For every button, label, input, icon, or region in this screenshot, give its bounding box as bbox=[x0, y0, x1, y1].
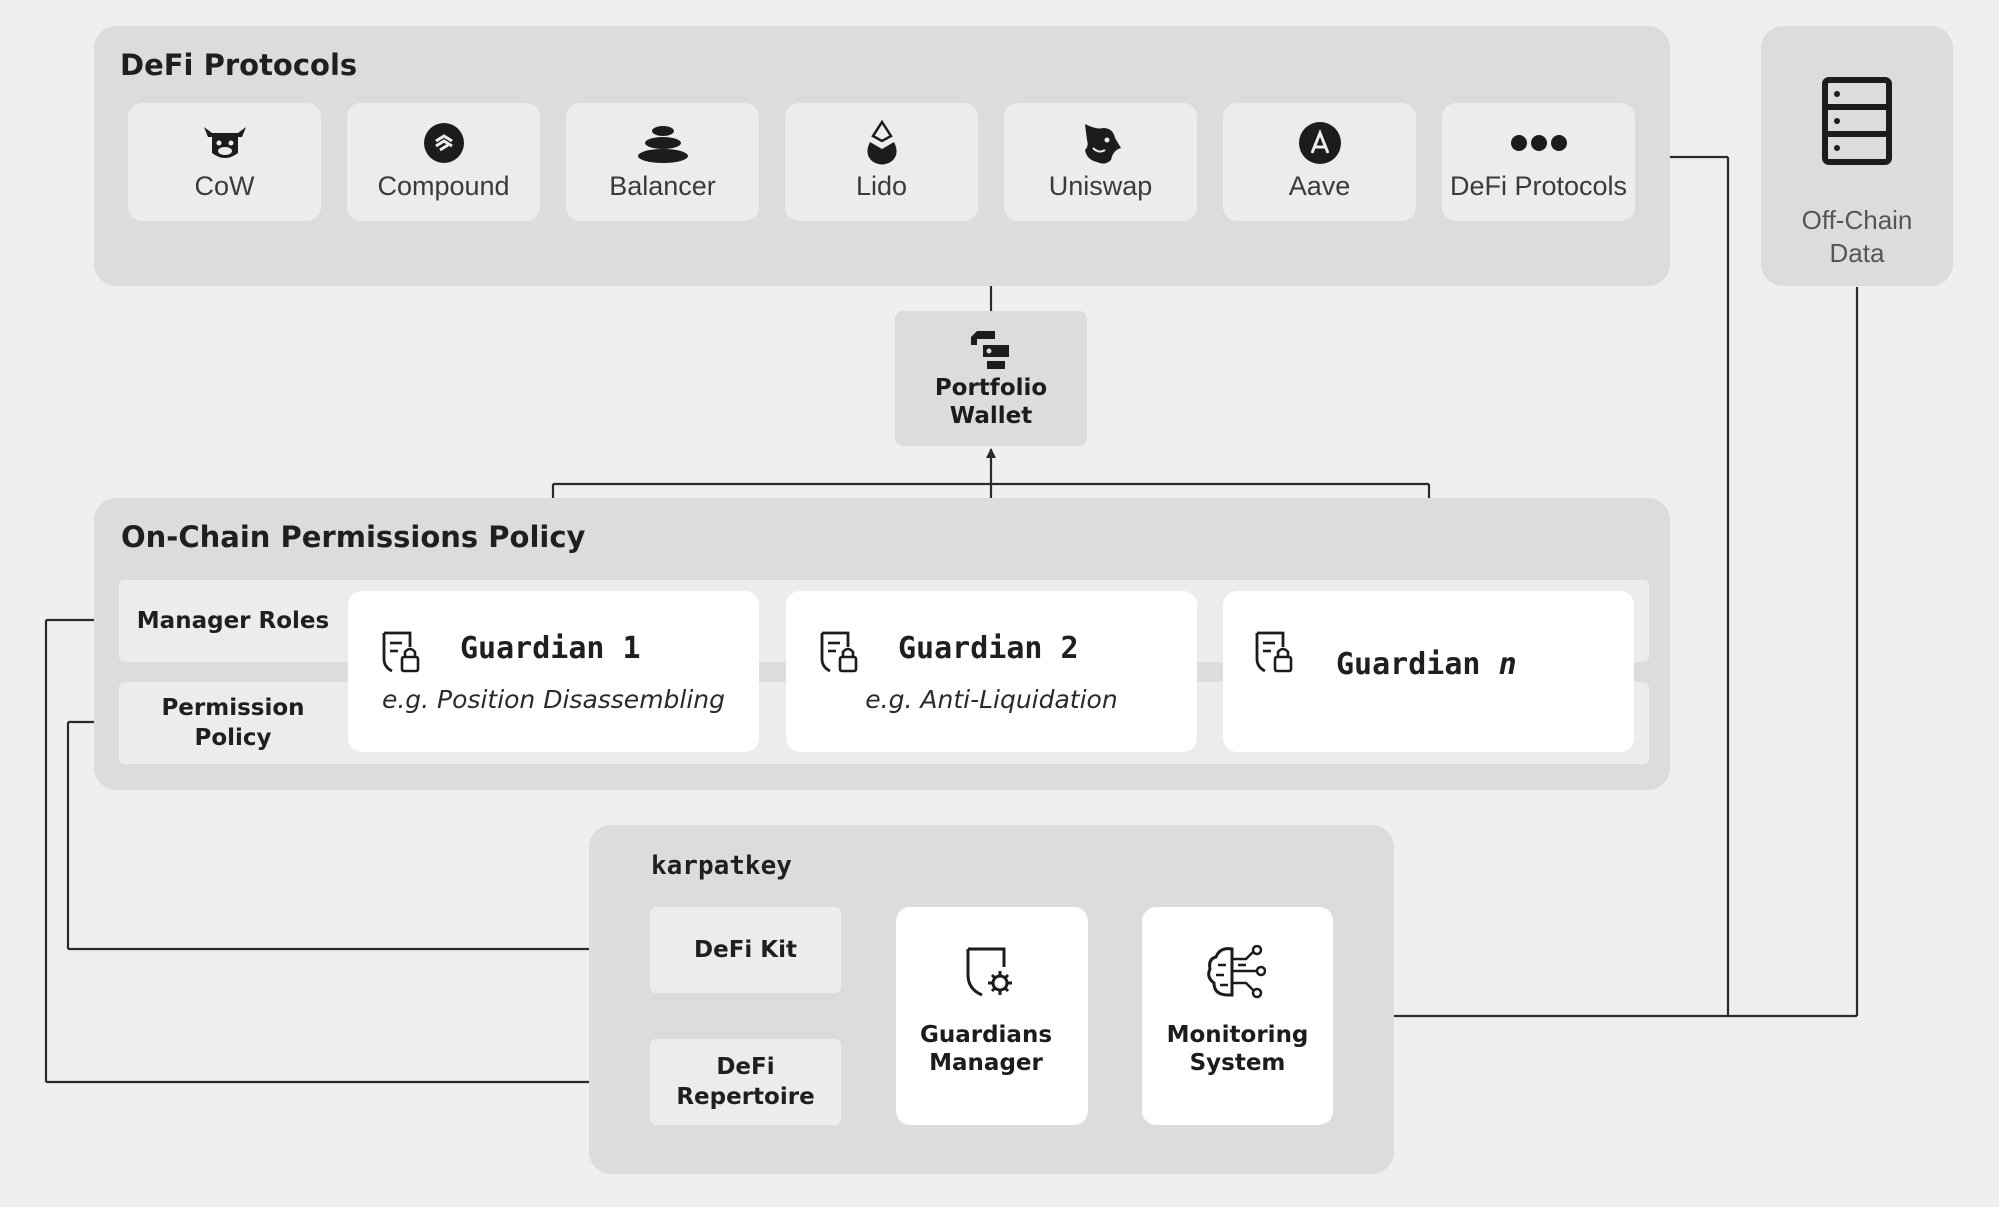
guardian-name: Guardian 2 bbox=[898, 631, 1079, 666]
compound-icon bbox=[423, 123, 465, 163]
portfolio-wallet-box[interactable]: Portfolio Wallet bbox=[895, 311, 1087, 446]
defi-repertoire-box[interactable]: DeFi Repertoire bbox=[650, 1039, 841, 1125]
lido-icon bbox=[864, 120, 900, 165]
guardian-card-1[interactable]: Guardian 1 e.g. Position Disassembling bbox=[348, 591, 759, 752]
shield-lock-icon bbox=[1253, 629, 1297, 675]
guardian-example: e.g. Anti-Liquidation bbox=[865, 685, 1118, 714]
defi-protocols-title: DeFi Protocols bbox=[120, 48, 358, 82]
guardian-suffix: n bbox=[1498, 647, 1517, 682]
protocol-label: Compound bbox=[377, 171, 510, 201]
brain-circuit-icon bbox=[1206, 944, 1267, 999]
monitoring-system-box[interactable]: Monitoring System bbox=[1142, 907, 1333, 1125]
balancer-icon bbox=[637, 123, 689, 163]
guardian-example: e.g. Position Disassembling bbox=[381, 685, 726, 714]
protocol-label: DeFi Protocols bbox=[1449, 171, 1628, 201]
guardian-name: Guardian 1 bbox=[460, 631, 641, 666]
permissions-policy-title: On-Chain Permissions Policy bbox=[121, 520, 586, 554]
guardian-card-n[interactable]: Guardian n bbox=[1223, 591, 1634, 752]
protocol-card-more[interactable]: DeFi Protocols bbox=[1442, 103, 1635, 221]
manager-roles-label: Manager Roles bbox=[136, 608, 330, 634]
protocol-label: Aave bbox=[1288, 171, 1351, 201]
server-icon bbox=[1821, 76, 1893, 166]
aave-icon bbox=[1298, 122, 1342, 164]
monitoring-system-label: Monitoring System bbox=[1166, 1022, 1309, 1076]
shield-lock-icon bbox=[380, 629, 424, 675]
guardians-manager-box[interactable]: Guardians Manager bbox=[896, 907, 1088, 1125]
shield-lock-icon bbox=[818, 629, 862, 675]
wallet-icon bbox=[969, 329, 1013, 371]
shield-gear-icon bbox=[964, 945, 1016, 999]
protocol-label: Balancer bbox=[609, 171, 716, 201]
portfolio-wallet-label: Portfolio Wallet bbox=[934, 375, 1048, 429]
uniswap-icon bbox=[1079, 123, 1123, 164]
protocol-card-uniswap[interactable]: Uniswap bbox=[1004, 103, 1197, 221]
cow-icon bbox=[202, 123, 248, 163]
protocol-card-compound[interactable]: Compound bbox=[347, 103, 540, 221]
protocol-card-cow[interactable]: CoW bbox=[128, 103, 321, 221]
karpatkey-title: karpatkey bbox=[651, 851, 792, 881]
off-chain-data-label: Off-Chain Data bbox=[1801, 205, 1913, 268]
protocol-label: Lido bbox=[855, 171, 908, 201]
permission-policy-label: Permission Policy bbox=[161, 695, 305, 751]
defi-kit-box[interactable]: DeFi Kit bbox=[650, 907, 841, 993]
protocol-label: Uniswap bbox=[1048, 171, 1153, 201]
more-dots-icon bbox=[1509, 123, 1569, 163]
guardian-name: Guardian n bbox=[1336, 647, 1517, 682]
protocol-label: CoW bbox=[194, 171, 255, 201]
off-chain-data-panel bbox=[1761, 26, 1953, 286]
guardians-manager-label: Guardians Manager bbox=[919, 1022, 1053, 1076]
protocol-card-aave[interactable]: Aave bbox=[1223, 103, 1416, 221]
protocol-card-lido[interactable]: Lido bbox=[785, 103, 978, 221]
guardian-card-2[interactable]: Guardian 2 e.g. Anti-Liquidation bbox=[786, 591, 1197, 752]
protocol-card-balancer[interactable]: Balancer bbox=[566, 103, 759, 221]
